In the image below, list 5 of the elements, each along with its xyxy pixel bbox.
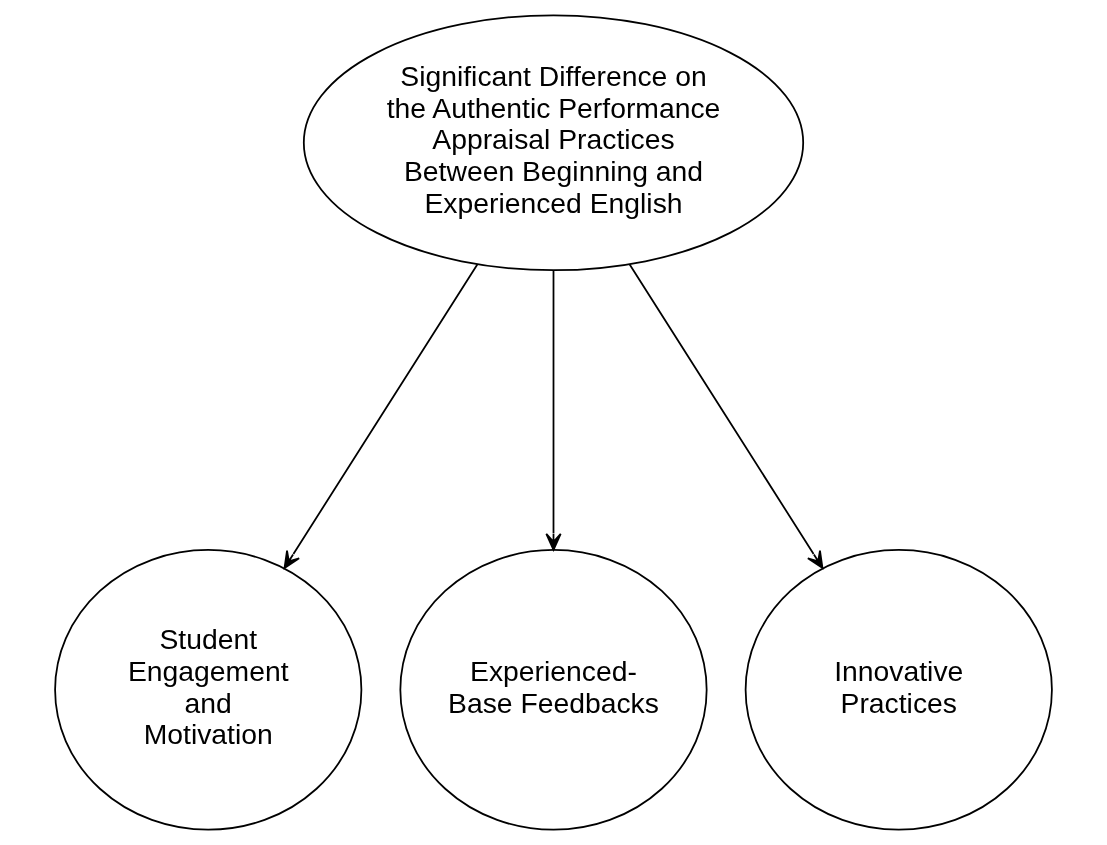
arrow bbox=[545, 269, 562, 551]
node-circle: Experienced- Base Feedbacks bbox=[399, 549, 708, 831]
node-ellipse: Significant Difference on the Authentic Performance Appraisal Practices Between Beginning and Experienced English bbox=[302, 14, 805, 272]
arrow bbox=[283, 263, 479, 569]
arrow bbox=[628, 263, 824, 569]
